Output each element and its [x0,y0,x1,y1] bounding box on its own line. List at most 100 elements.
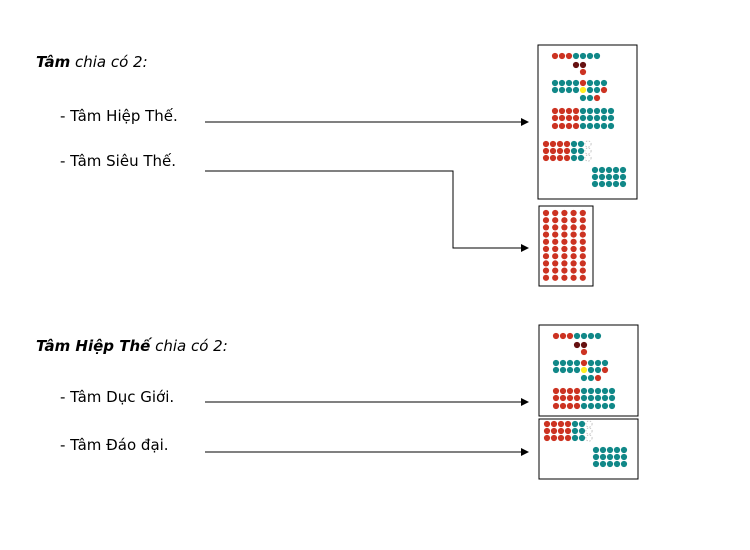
panel-hiep-the-dot [549,154,557,162]
panel-hiep-the-dot [612,166,620,174]
panel-hiep-the-dot [598,180,606,188]
panel-dao-dai-dot [571,427,579,435]
panel-hiep-the-dot [586,52,594,60]
panel-hiep-the-dot [619,166,627,174]
panel-sieu-the-dot [542,217,550,224]
panel-duc-gioi-dot [587,402,595,410]
panel-duc-gioi-dot [580,341,588,349]
panel-sieu-the-dot [552,260,559,267]
panel-duc-gioi-dot [559,366,567,374]
panel-hiep-the-dot [586,94,594,102]
panel-sieu-the-dot [570,238,577,245]
item-hiep-the: - Tâm Hiệp Thế. [60,107,178,125]
panel-hiep-the-dot [577,140,585,148]
panel-sieu-the-dot [579,245,586,253]
panel-dao-dai-dot [620,446,628,454]
panel-hiep-the-dot [565,52,573,60]
panel-dao-dai-dot [613,446,621,454]
panel-duc-gioi-dot [601,387,609,395]
panel-sieu-the-dot [542,209,550,217]
panel-dao-dai-dot [606,453,614,461]
panel-hiep-the-dot [558,107,566,115]
panel-duc-gioi-dot [573,366,581,374]
panel-hiep-the-dot [584,140,592,148]
panel-sieu-the-dot [561,217,568,224]
panel-hiep-the-dot [558,86,566,94]
panel-hiep-the-dot [563,140,571,148]
panel-duc-gioi-dot [566,387,574,395]
section2-heading: Tâm Hiệp Thế chia có 2: [36,337,228,355]
panel-duc-gioi-dot [608,402,616,410]
panel-hiep-the-dot [600,122,608,130]
panel-hiep-the-dot [593,52,601,60]
panel-hiep-the-dot [586,79,594,87]
panel-hiep-the-dot [572,114,580,122]
panel-duc-gioi-dot [594,374,602,382]
panel-duc-gioi-dot [587,332,595,340]
panel-dao-dai-dot [557,420,565,428]
panel-duc-gioi-dot [580,348,588,356]
panel-dao-dai-dot [585,434,593,442]
panel-dao-dai-dot [557,434,565,442]
panel-hiep-the-dot [549,140,557,148]
panel-hiep-the-dot [600,114,608,122]
panel-sieu-the-dot [579,231,586,238]
panel-hiep-the-dot [577,147,585,155]
panel-hiep-the-dot [598,173,606,181]
panel-dao-dai-dot [550,427,558,435]
panel-dao-dai-dot [585,420,593,428]
panel-duc-gioi-dot [559,359,567,367]
panel-hiep-the-dot [579,86,587,94]
panel-hiep-the-dot [551,79,559,87]
panel-hiep-the-dot [563,147,571,155]
panel-duc-gioi-dot [573,394,581,402]
panel-duc-gioi-dot [580,366,588,374]
panel-hiep-the-dot [593,79,601,87]
panel-hiep-the-dot [591,173,599,181]
panel-duc-gioi-dot [580,374,588,382]
panel-hiep-the-dot [579,122,587,130]
panel-hiep-the-dot [593,114,601,122]
panel-duc-gioi-dot [580,387,588,395]
panel-hiep-the-dot [572,52,580,60]
item-dao-dai: - Tâm Đáo đại. [60,436,169,454]
panel-sieu-the-dot [561,231,568,238]
panel-hiep-the-dot [558,114,566,122]
panel-hiep-the-dot [605,180,613,188]
panel-sieu-the-dot [561,253,568,260]
panel-duc-gioi-dot [573,341,581,349]
panel-sieu-the-dot [561,209,568,217]
panel-duc-gioi-dot [594,359,602,367]
panel-hiep-the-dot [549,147,557,155]
panel-hiep-the-dot [558,79,566,87]
panel-duc-gioi-dot [587,394,595,402]
panel-sieu-the-dot [552,267,559,274]
panel-hiep-the-dot [619,180,627,188]
panel-hiep-the-dot [579,79,587,87]
panel-sieu-the-dot [570,267,577,274]
panel-duc-gioi-dot [559,332,567,340]
panel-dao-dai-dot [620,460,628,468]
panel-dao-dai-dot [592,446,600,454]
panel-hiep-the-dot [542,154,550,162]
panel-dao-dai-dot [599,460,607,468]
panel-dao-dai-dot [564,420,572,428]
panel-sieu-the-dot [542,245,550,253]
panel-sieu-the-dot [542,224,550,231]
item-sieu-the: - Tâm Siêu Thế. [60,152,177,170]
panel-dao-dai-dot [571,420,579,428]
panel-duc-gioi-dot [601,359,609,367]
panel-dao-dai-dot [585,427,593,435]
panel-hiep-the-dot [612,180,620,188]
panel-dao-dai-dot [557,427,565,435]
panel-dao-dai-dot [592,453,600,461]
panel-duc-gioi-dot [587,387,595,395]
panel-dao-dai-dot [620,453,628,461]
panel-dao-dai-dot [543,420,551,428]
panel-hiep-the-dot [591,180,599,188]
panel-sieu-the-dot [542,238,550,245]
panel-duc-gioi-dot [552,332,560,340]
panel-hiep-the-dot [551,114,559,122]
panel-sieu-the-dot [561,224,568,231]
panel-duc-gioi-dot [601,366,609,374]
